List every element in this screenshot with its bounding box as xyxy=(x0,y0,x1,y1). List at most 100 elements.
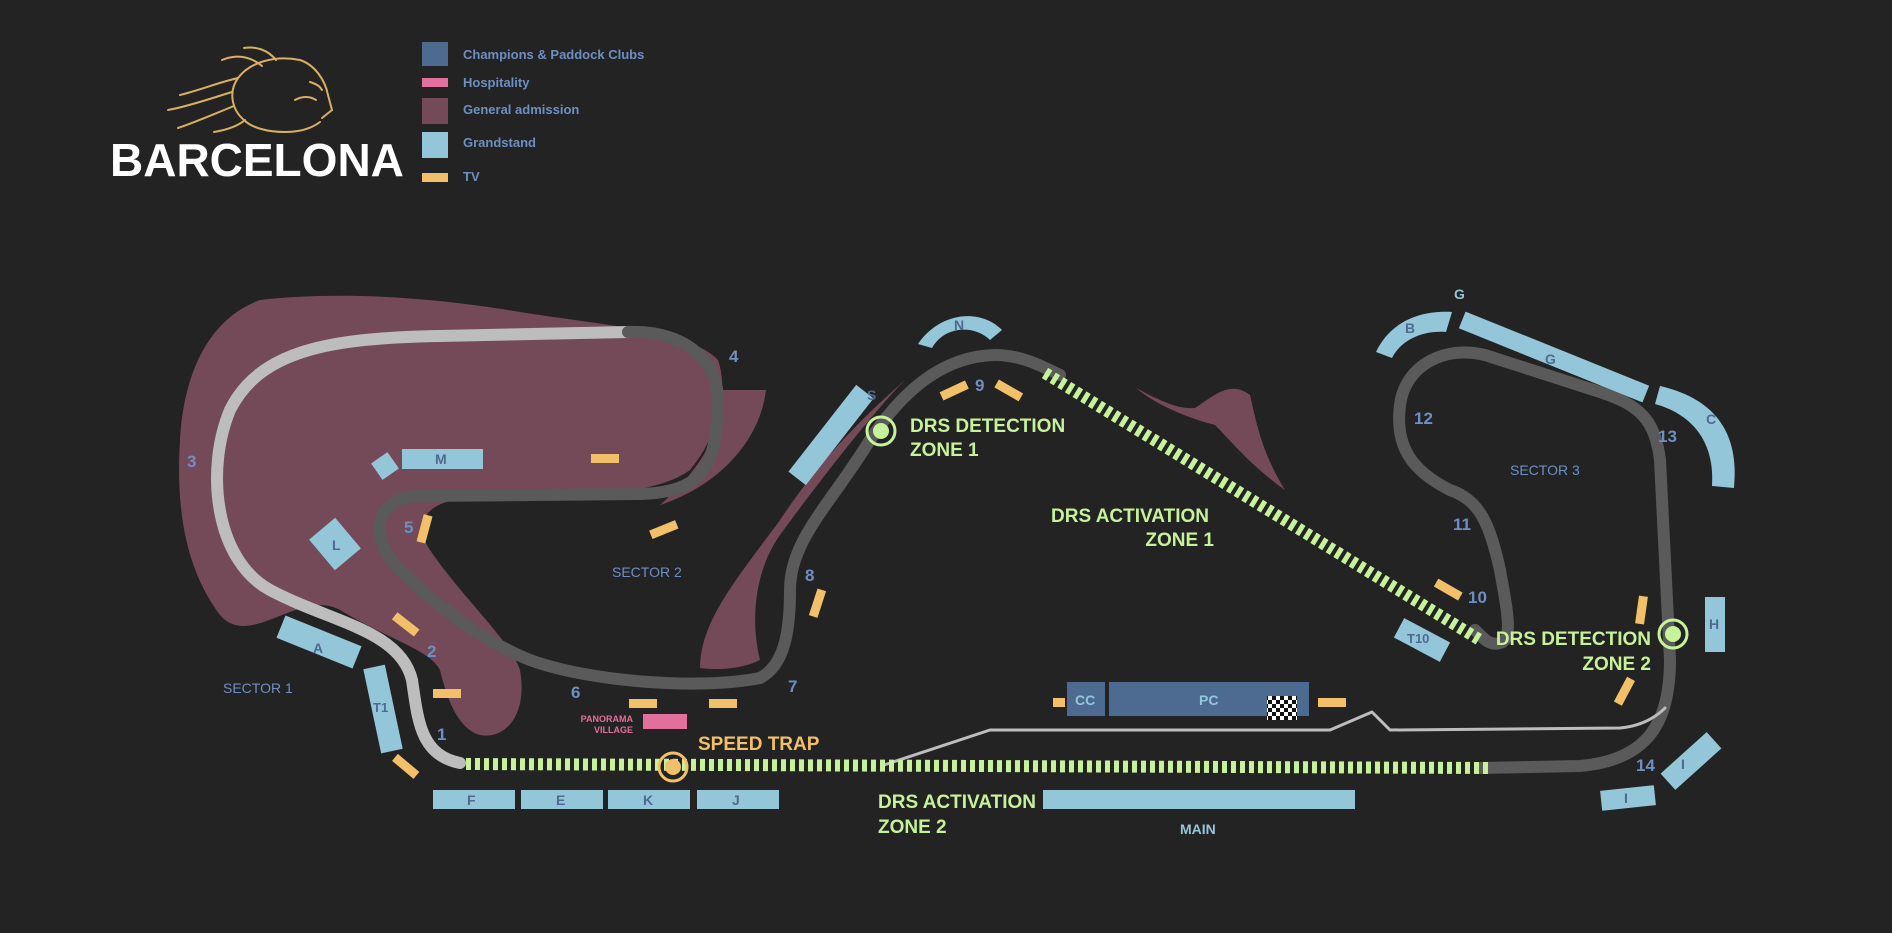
tv-13 xyxy=(1635,595,1648,625)
legend-label-general-admission: General admission xyxy=(463,102,579,117)
tv-1 xyxy=(591,454,619,463)
grandstand-t1 xyxy=(363,664,403,754)
legend-label-champions: Champions & Paddock Clubs xyxy=(463,47,644,62)
grandstand-h-label: H xyxy=(1709,616,1719,632)
turn-2-label: 2 xyxy=(427,642,436,661)
grandstand-g-top-label: G xyxy=(1454,286,1465,302)
legend-swatch-grandstand xyxy=(422,132,448,158)
turn-13-label: 13 xyxy=(1658,427,1677,446)
tv-15 xyxy=(1053,698,1065,707)
grandstand-g-label: G xyxy=(1545,351,1556,367)
paddock-cc-label: CC xyxy=(1075,692,1095,708)
grandstand-g xyxy=(1458,311,1650,403)
legend-swatch-general-admission xyxy=(422,98,448,124)
drs-detection-zone-1-marker xyxy=(865,415,897,447)
grandstand-t10-label: T10 xyxy=(1407,631,1429,646)
tv-12 xyxy=(1433,578,1463,601)
grandstand-l-label: L xyxy=(332,537,341,553)
turn-8-label: 8 xyxy=(805,566,814,585)
tv-positions xyxy=(391,379,1648,779)
drs-activation-zone-2-track xyxy=(465,758,1491,774)
turn-9-label: 9 xyxy=(975,376,984,395)
grandstand-c-label: C xyxy=(1706,411,1716,427)
speed-trap-label: SPEED TRAP xyxy=(698,734,820,755)
legend-label-grandstand: Grandstand xyxy=(463,135,536,150)
grandstand-b xyxy=(1376,311,1452,358)
drs-activation-2-line2: ZONE 2 xyxy=(878,817,947,838)
turn-10-label: 10 xyxy=(1468,588,1487,607)
ga-area-turns-6-9 xyxy=(700,380,905,670)
paddock-pc-label: PC xyxy=(1199,692,1218,708)
grandstand-e-label: E xyxy=(556,792,565,808)
lion-head-icon xyxy=(167,46,334,134)
grandstand-m-label: M xyxy=(435,451,447,467)
grandstand-j xyxy=(697,790,779,809)
hospitality-panorama-village xyxy=(643,714,687,729)
tv-16 xyxy=(1318,698,1346,707)
tv-10 xyxy=(939,380,969,401)
grandstand-main xyxy=(1043,790,1355,809)
pit-lane xyxy=(882,706,1667,767)
legend-swatch-hospitality xyxy=(422,78,448,87)
race-track xyxy=(211,325,1676,774)
turn-3-label: 3 xyxy=(187,452,196,471)
turn-11-label: 11 xyxy=(1453,515,1471,534)
grandstand-k-label: K xyxy=(643,792,653,808)
drs-detection-zone-2-marker xyxy=(1657,618,1689,650)
tv-14 xyxy=(1613,676,1635,706)
grandstand-s-label: S xyxy=(867,387,876,403)
track-sector-3 xyxy=(1393,346,1676,774)
grandstand-l xyxy=(309,517,361,571)
tv-4 xyxy=(391,612,420,637)
grandstand-j-label: J xyxy=(732,792,740,808)
turn-12-label: 12 xyxy=(1414,409,1433,428)
turn-7-label: 7 xyxy=(788,677,797,696)
turn-4-label: 4 xyxy=(729,347,739,366)
turn-5-label: 5 xyxy=(404,518,413,537)
brand-name: BARCELONA xyxy=(110,134,404,186)
ga-area-turns-1-5 xyxy=(179,295,723,736)
track-sector-2 xyxy=(373,325,1066,690)
tv-6 xyxy=(392,753,420,779)
ga-area-turn-10 xyxy=(1136,388,1285,490)
turn-14-label: 14 xyxy=(1636,756,1655,775)
tv-9 xyxy=(808,588,827,618)
tv-7 xyxy=(629,699,657,708)
panorama-label-line2: VILLAGE xyxy=(594,725,633,735)
drs-activation-2-line1: DRS ACTIVATION xyxy=(878,792,1036,813)
grandstand-i-label: I xyxy=(1624,790,1628,806)
panorama-label-line1: PANORAMA xyxy=(581,714,634,724)
track-sector-1 xyxy=(211,326,634,769)
grandstand-f xyxy=(433,790,515,809)
grandstand-k xyxy=(608,790,690,809)
grandstand-t1-label: T1 xyxy=(373,700,388,715)
drs-zones xyxy=(465,367,1491,774)
grandstand-n xyxy=(918,316,1002,348)
drs-detection-2-line1: DRS DETECTION xyxy=(1496,629,1651,650)
grandstand-i-diag xyxy=(1660,732,1722,790)
grandstand-m-small xyxy=(371,452,399,480)
sector-1-label: SECTOR 1 xyxy=(223,680,293,696)
grandstand-c xyxy=(1655,386,1735,488)
grandstand-a xyxy=(276,615,362,669)
grandstand-s xyxy=(788,384,874,486)
grandstand-b-label: B xyxy=(1405,320,1415,336)
drs-activation-1-line1: DRS ACTIVATION xyxy=(1051,506,1209,527)
tv-3 xyxy=(416,514,433,544)
grandstand-i-diag-label: I xyxy=(1681,756,1685,772)
sector-3-label: SECTOR 3 xyxy=(1510,462,1580,478)
grandstand-m xyxy=(402,449,483,469)
drs-activation-1-line2: ZONE 1 xyxy=(1145,530,1214,551)
grandstand-n-label: N xyxy=(954,317,964,333)
drs-detection-2-line2: ZONE 2 xyxy=(1582,654,1651,675)
drs-activation-zone-1-track xyxy=(1041,367,1484,646)
grandstand-main-label: MAIN xyxy=(1180,821,1216,837)
legend-swatch-champions xyxy=(422,42,448,66)
grandstand-e xyxy=(521,790,603,809)
drs-detection-1-line2: ZONE 1 xyxy=(910,440,979,461)
legend: Champions & Paddock Clubs Hospitality Ge… xyxy=(422,42,644,184)
legend-label-tv: TV xyxy=(463,169,480,184)
legend-swatch-tv xyxy=(422,173,448,182)
turn-1-label: 1 xyxy=(437,725,446,744)
